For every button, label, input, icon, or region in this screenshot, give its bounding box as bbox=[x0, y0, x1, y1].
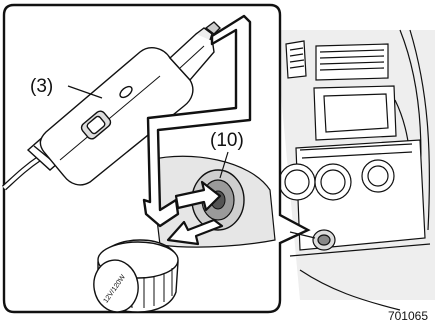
air-vent-left bbox=[286, 41, 306, 78]
climate-knob-far-right bbox=[362, 160, 394, 192]
socket-callout-label: (10) bbox=[210, 130, 244, 151]
dashboard-background bbox=[275, 30, 435, 310]
figure-id: 701065 bbox=[388, 309, 428, 323]
console-socket bbox=[313, 230, 335, 250]
air-vent-center bbox=[316, 44, 388, 80]
climate-knob-left bbox=[279, 164, 315, 200]
climate-knob-right bbox=[315, 164, 351, 200]
lighter-cap bbox=[90, 240, 178, 315]
plug-callout-label: (3) bbox=[30, 76, 53, 97]
